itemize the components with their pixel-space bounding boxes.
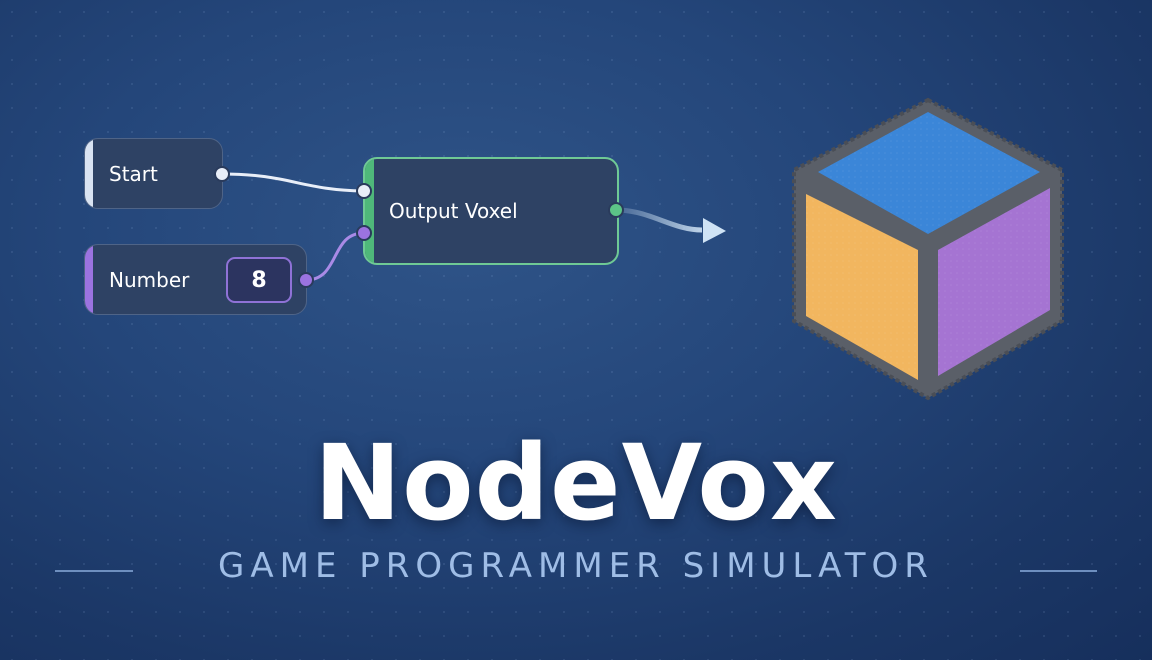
subtitle-rule-right [1020, 570, 1097, 572]
subtitle-rule-left [55, 570, 133, 572]
wire-start-to-output [221, 172, 365, 193]
game-title: NodeVox [314, 422, 838, 544]
node-accent-bar [85, 139, 93, 208]
wire-number-to-output [305, 231, 365, 282]
node-accent-bar [365, 159, 374, 263]
start-output-port[interactable] [214, 166, 230, 182]
wire-output-to-cube [615, 207, 703, 233]
node-number-label: Number [109, 267, 190, 292]
node-accent-bar [85, 245, 93, 314]
node-start[interactable]: Start [84, 138, 223, 209]
number-value-field[interactable]: 8 [226, 257, 292, 303]
node-number[interactable]: Number [84, 244, 307, 315]
arrow-right-icon [703, 218, 726, 243]
game-subtitle: GAME PROGRAMMER SIMULATOR [218, 546, 934, 586]
node-start-label: Start [109, 161, 158, 186]
node-output-voxel[interactable]: Output Voxel [363, 157, 619, 265]
number-output-port[interactable] [298, 272, 314, 288]
output-number-input-port[interactable] [356, 225, 372, 241]
node-output-label: Output Voxel [389, 199, 518, 223]
output-flow-input-port[interactable] [356, 183, 372, 199]
output-voxel-output-port[interactable] [608, 202, 624, 218]
